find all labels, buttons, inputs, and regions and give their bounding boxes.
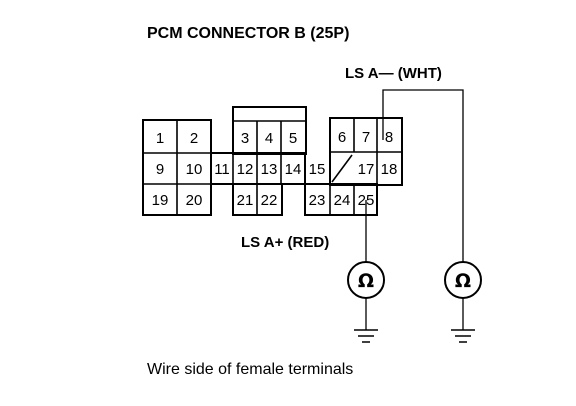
pin-3: 3 xyxy=(241,130,249,147)
pin-21: 21 xyxy=(237,192,254,209)
pin-6: 6 xyxy=(338,129,346,146)
ohmmeter-left-circle xyxy=(347,261,385,299)
pin-7: 7 xyxy=(362,129,370,146)
pin-8: 8 xyxy=(385,129,393,146)
ls-a-minus-label: LS A— (WHT) xyxy=(345,65,442,82)
pin-11: 11 xyxy=(214,161,230,178)
pin-23: 23 xyxy=(309,192,326,209)
pin-10: 10 xyxy=(186,161,203,178)
pin-14: 14 xyxy=(285,161,302,178)
ground-icon-left xyxy=(354,329,378,343)
pin-13: 13 xyxy=(261,161,278,178)
ls-a-plus-label: LS A+ (RED) xyxy=(241,234,329,251)
connector-grid xyxy=(143,118,402,215)
pin-17: 17 xyxy=(358,161,375,178)
pin-12: 12 xyxy=(237,161,254,178)
pin-2: 2 xyxy=(190,130,198,147)
diagram-title: PCM CONNECTOR B (25P) xyxy=(147,25,349,42)
ohmmeter-right: Ω xyxy=(444,261,482,299)
ground-icon-right xyxy=(451,329,475,343)
pin-numbers: 1 2 3 4 5 6 7 8 9 10 11 12 13 14 15 17 1… xyxy=(152,129,398,209)
pin-22: 22 xyxy=(261,192,278,209)
pin-24: 24 xyxy=(334,192,351,209)
ohmmeter-right-circle xyxy=(444,261,482,299)
pin-18: 18 xyxy=(381,161,398,178)
ohm-symbol-left: Ω xyxy=(358,270,374,292)
test-wires xyxy=(365,89,464,330)
pin-9: 9 xyxy=(156,161,164,178)
pin-19: 19 xyxy=(152,192,169,209)
diagram-caption: Wire side of female terminals xyxy=(147,361,353,378)
ohm-symbol-right: Ω xyxy=(455,270,471,292)
pin-20: 20 xyxy=(186,192,203,209)
ohmmeter-left: Ω xyxy=(347,261,385,299)
pin-4: 4 xyxy=(265,130,273,147)
pin-1: 1 xyxy=(156,130,164,147)
pin-5: 5 xyxy=(289,130,297,147)
pin-15: 15 xyxy=(309,161,326,178)
wire-ls-a-minus xyxy=(382,89,464,262)
